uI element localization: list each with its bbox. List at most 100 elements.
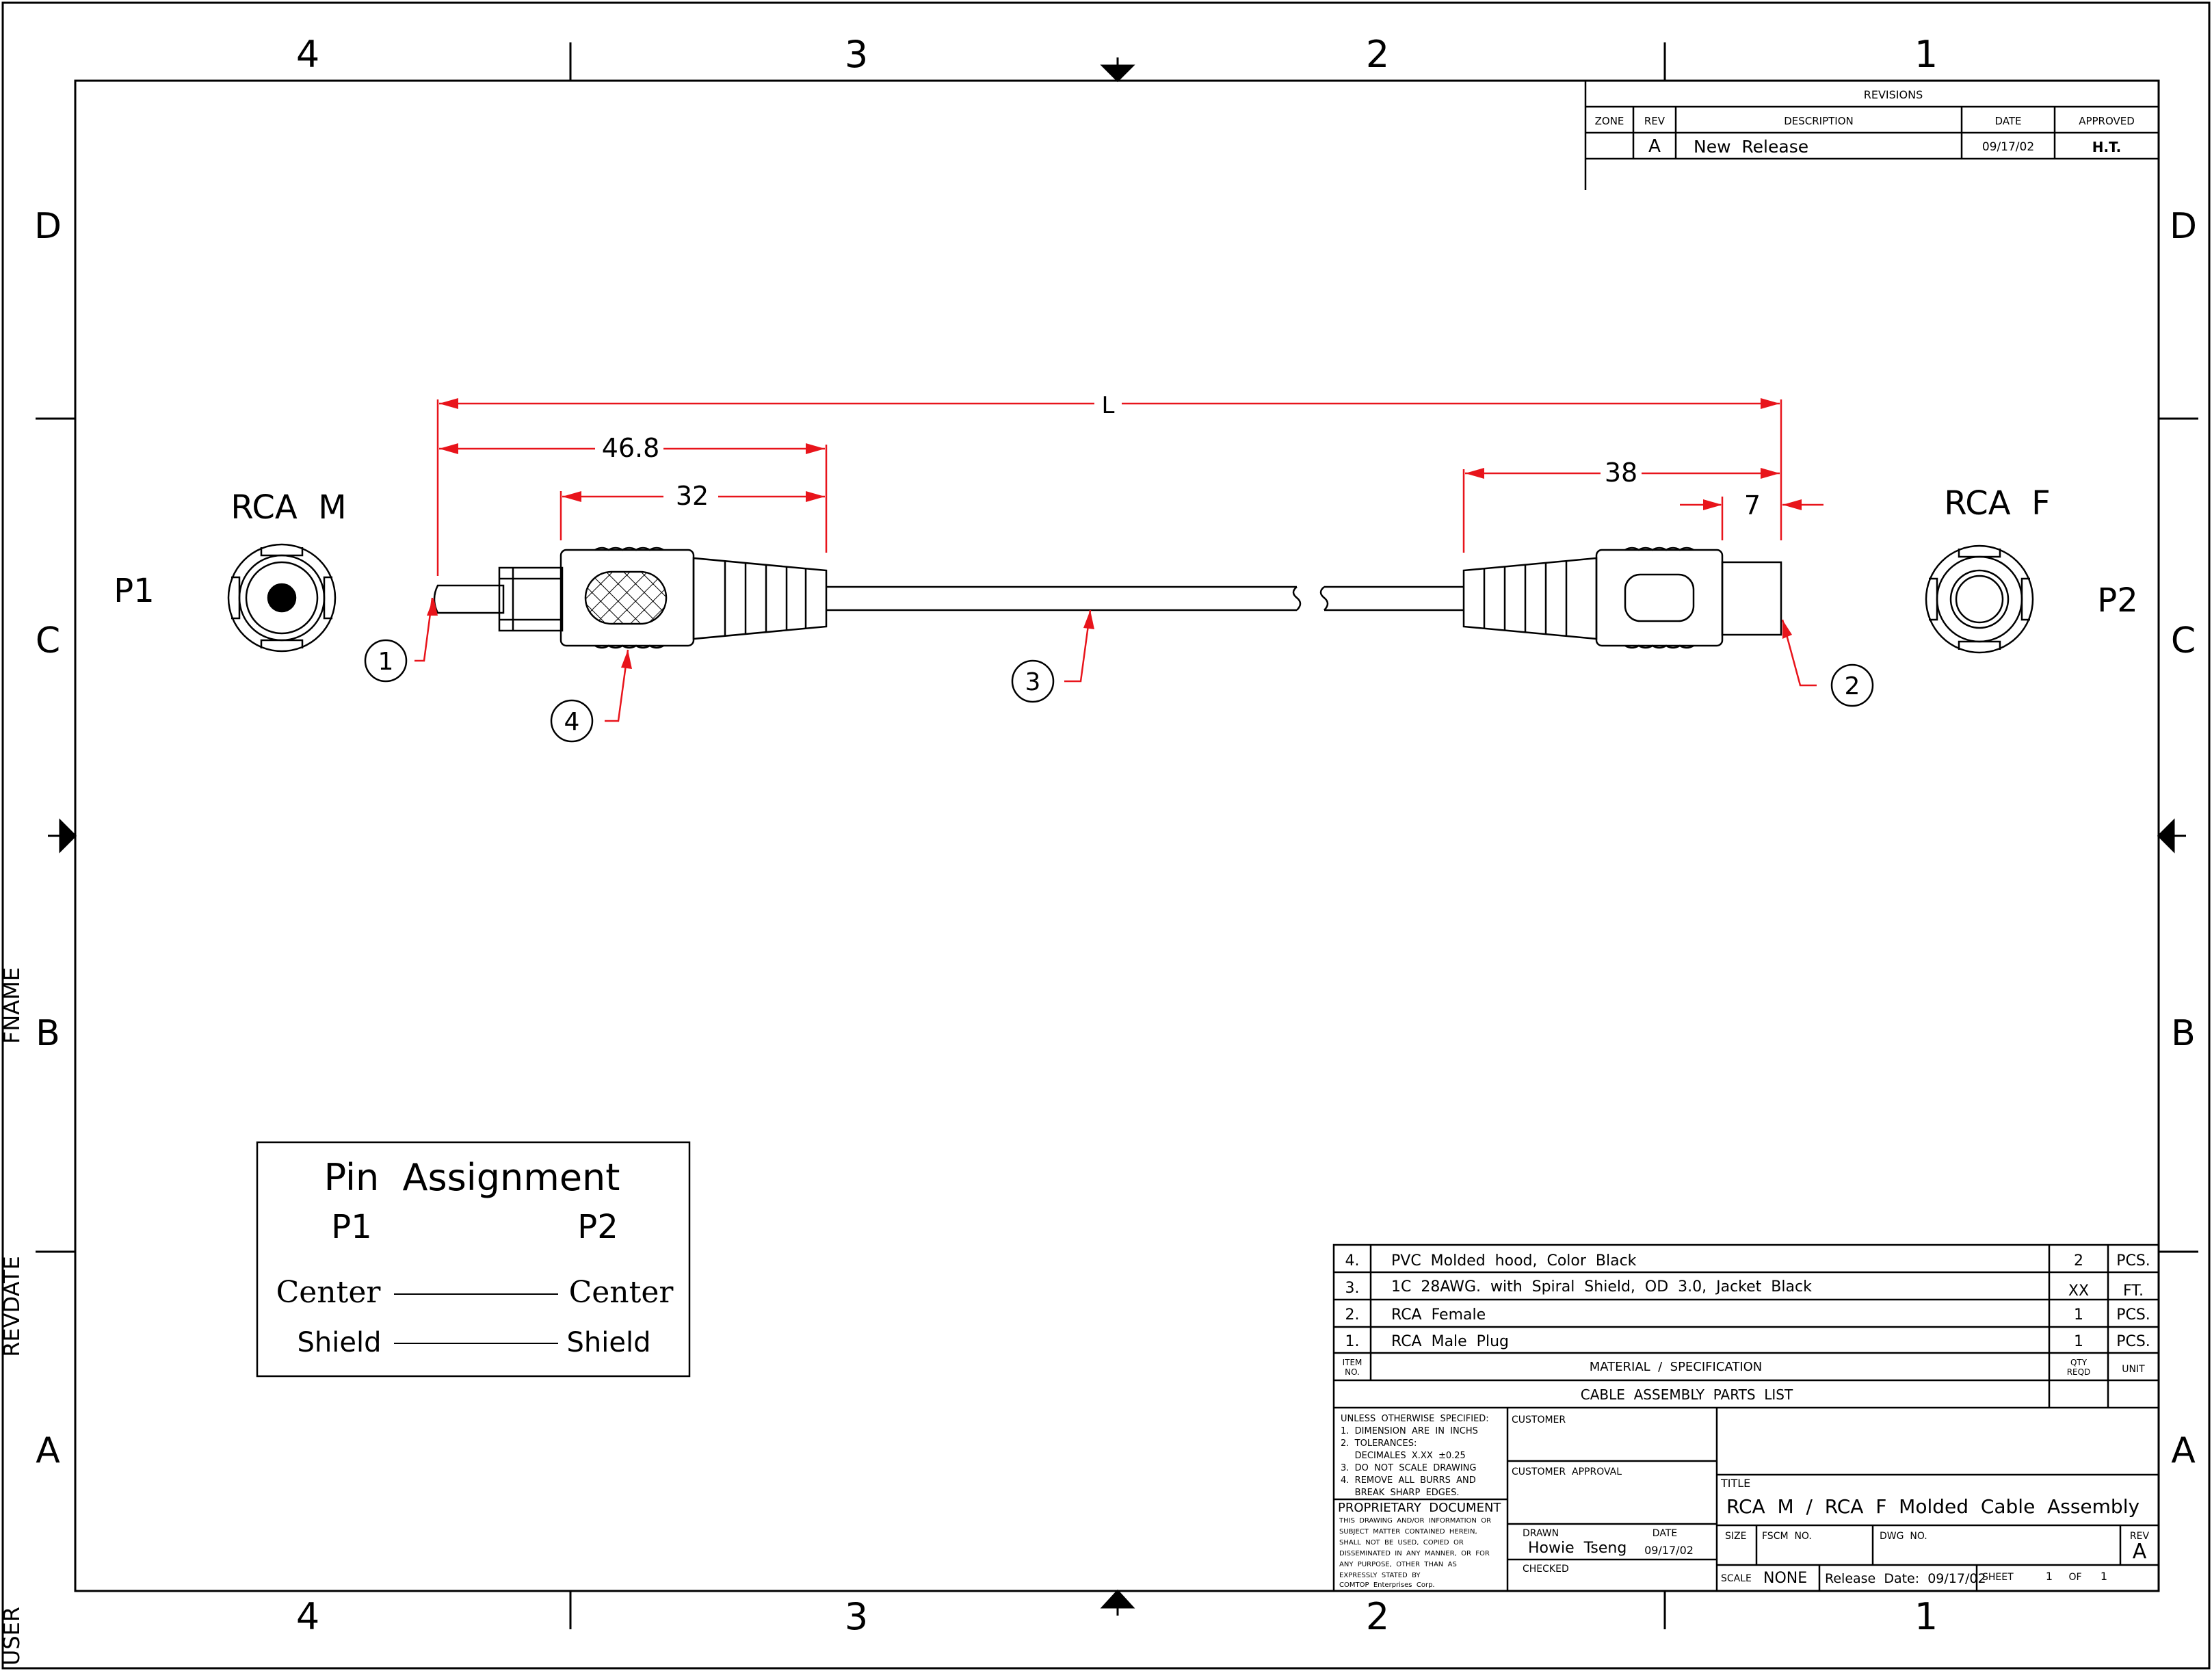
note-line-6: 4. REMOVE ALL BURRS AND [1341,1475,1476,1486]
part-4-qty: 2 [2074,1252,2083,1269]
dimension-lines [414,398,1823,722]
scale-value: NONE [1763,1570,1807,1587]
part-4-unit: PCS. [2116,1252,2150,1269]
part-1-spec: RCA Male Plug [1391,1333,1509,1350]
rev-header-description: DESCRIPTION [1784,115,1854,127]
note-line-4: DECIMALES X.XX ±0.25 [1341,1451,1466,1461]
cable-side-view [826,585,1464,611]
p1-label: P1 [114,572,154,610]
fscm-label: FSCM NO. [1762,1531,1812,1542]
center-marks [48,57,2186,1616]
rev-cell-date: 09/17/02 [1982,140,2034,154]
zone-col-top-2: 2 [1366,33,1389,76]
pin-assignment-p1: P1 [331,1208,371,1246]
balloon-3: 3 [1025,668,1041,696]
pin-row-2-right: Shield [567,1327,651,1358]
part-4-no: 4. [1345,1252,1360,1269]
part-2-qty: 1 [2074,1306,2083,1324]
proprietary-line-4: DISSEMINATED IN ANY MANNER, OR FOR [1339,1550,1490,1557]
rev-value: A [2133,1540,2147,1564]
rev-cell-rev: A [1648,136,1661,157]
proprietary-heading: PROPRIETARY DOCUMENT [1338,1501,1501,1515]
rev-cell-description: New Release [1694,137,1808,157]
part-3-qty: XX [2068,1282,2089,1300]
revisions-title: REVISIONS [1864,88,1923,101]
note-line-3: 2. TOLERANCES: [1341,1438,1417,1449]
parts-header-spec: MATERIAL / SPECIFICATION [1590,1360,1763,1374]
p2-label: P2 [2097,581,2137,620]
part-2-spec: RCA Female [1391,1306,1486,1324]
pin-row-2-left: Shield [298,1327,382,1358]
drawn-date-label: DATE [1653,1528,1677,1539]
pin-assignment-box [256,1141,691,1378]
part-2-no: 2. [1345,1306,1360,1324]
drawn-by: Howie Tseng [1528,1540,1627,1557]
zone-col-bottom-1: 1 [1914,1595,1938,1638]
balloon-4: 4 [564,708,580,736]
zone-row-right-C: C [2171,620,2196,661]
dim-overall-length: L [1102,392,1115,419]
rev-header-zone: ZONE [1595,115,1624,127]
of-value: 1 [2101,1570,2107,1583]
p1-type-label: RCA M [231,488,346,527]
note-line-7: BREAK SHARP EDGES. [1341,1488,1459,1498]
zone-col-top-3: 3 [845,33,868,76]
customer-approval-label: CUSTOMER APPROVAL [1512,1466,1622,1477]
revisions-table [1584,81,2159,190]
note-line-5: 3. DO NOT SCALE DRAWING [1341,1463,1476,1473]
scale-label: SCALE [1721,1573,1752,1584]
proprietary-line-5: ANY PURPOSE, OTHER THAN AS [1339,1561,1457,1568]
balloons [364,639,1874,743]
parts-header-qty: QTY [2070,1358,2088,1367]
pin-assignment-p2: P2 [577,1208,618,1246]
zone-row-right-A: A [2171,1430,2196,1471]
balloon-1: 1 [378,648,394,676]
inner-border [74,79,2160,1592]
parts-list-caption: CABLE ASSEMBLY PARTS LIST [1581,1386,1793,1403]
release-date: Release Date: 09/17/02 [1825,1571,1986,1586]
part-3-spec: 1C 28AWG. with Spiral Shield, OD 3.0, Ja… [1391,1278,1812,1295]
of-label: OF [2068,1572,2081,1583]
parts-header-unit: UNIT [2122,1364,2145,1375]
side-label-user: USER [0,1607,25,1666]
zone-col-bottom-4: 4 [296,1595,319,1638]
parts-header-item-no: NO. [1345,1367,1360,1377]
rca-female-end-view [1925,544,2034,654]
title-block-grid [1334,1408,2159,1591]
pin-row-1-left: Center [276,1275,382,1310]
note-line-1: UNLESS OTHERWISE SPECIFIED: [1341,1414,1489,1424]
drawn-date: 09/17/02 [1644,1544,1694,1557]
proprietary-line-2: SUBJECT MATTER CONTAINED HEREIN, [1339,1528,1477,1536]
dwg-label: DWG NO. [1880,1531,1927,1542]
part-1-unit: PCS. [2116,1333,2150,1350]
dim-38: 38 [1605,458,1637,488]
title-label: TITLE [1720,1477,1750,1490]
female-jack-side-view [1462,547,1782,649]
checked-label: CHECKED [1523,1564,1569,1575]
dim-46-8: 46.8 [602,433,660,463]
dim-7: 7 [1744,490,1761,521]
parts-header-item: ITEM [1343,1358,1362,1367]
pin-row-1-right: Center [569,1275,674,1310]
pin-assignment-title: Pin Assignment [324,1156,620,1199]
zone-col-bottom-3: 3 [845,1595,868,1638]
parts-list-grid [1332,1244,2160,1592]
size-label: SIZE [1725,1531,1746,1542]
zone-ticks [36,42,2198,1629]
zone-col-top-4: 4 [296,33,319,76]
rev-label: REV [2130,1531,2150,1542]
dim-32: 32 [676,481,709,511]
part-1-qty: 1 [2074,1333,2083,1350]
zone-row-left-C: C [36,620,60,661]
proprietary-line-1: THIS DRAWING AND/OR INFORMATION OR [1339,1517,1491,1525]
part-2-unit: PCS. [2116,1306,2150,1324]
proprietary-line-3: SHALL NOT BE USED, COPIED OR [1339,1539,1464,1547]
part-4-spec: PVC Molded hood, Color Black [1391,1252,1637,1269]
rev-header-date: DATE [1994,115,2021,127]
rev-header-rev: REV [1644,115,1665,127]
male-plug-side-view [433,547,828,649]
part-3-unit: FT. [2123,1282,2144,1300]
drawn-label: DRAWN [1523,1528,1559,1539]
